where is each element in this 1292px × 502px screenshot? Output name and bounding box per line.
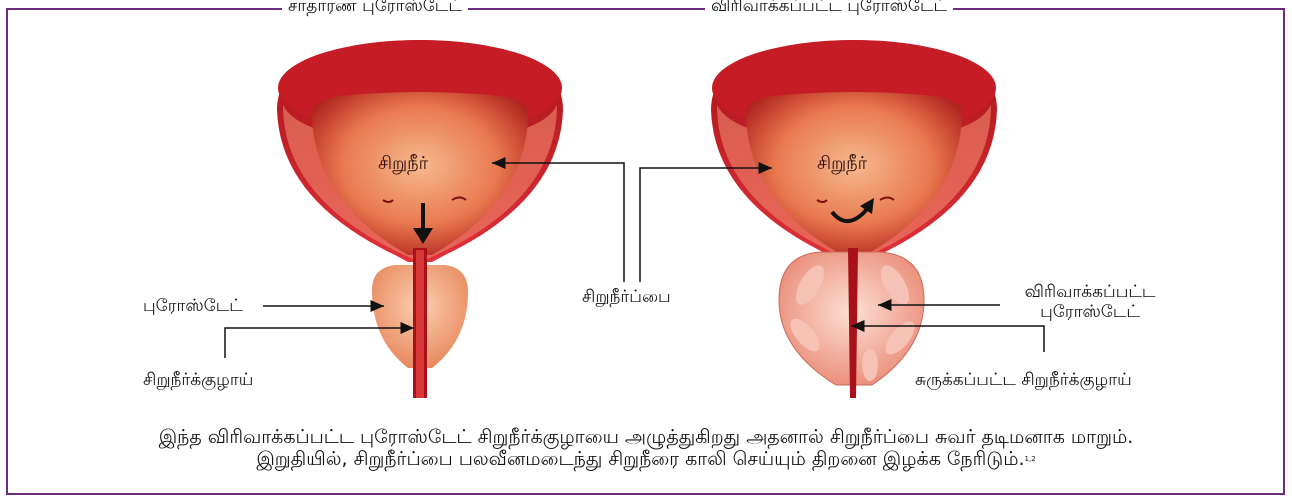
caption: இந்த விரிவாக்கப்பட்ட புரோஸ்டேட் சிறுநீர்… — [0, 426, 1292, 470]
urine-label-normal: சிறுநீர் — [378, 153, 428, 175]
caption-line-2: இறுதியில், சிறுநீர்ப்பை பலவீனமடைந்து சிற… — [0, 448, 1292, 470]
caption-line-2-text: இறுதியில், சிறுநீர்ப்பை பலவீனமடைந்து சிற… — [256, 448, 1024, 470]
urine-label-enlarged: சிறுநீர் — [817, 153, 867, 175]
prostate-label: புரோஸ்டேட் — [143, 296, 243, 316]
bladder-label: சிறுநீர்ப்பை — [582, 287, 671, 307]
urethra-label: சிறுநீர்க்குழாய் — [143, 370, 253, 390]
caption-reference: 1,2 — [1025, 455, 1036, 463]
normal-urethra — [413, 248, 427, 398]
enlarged-prostate-label-line1: விரிவாக்கப்பட்ட — [1010, 282, 1170, 302]
compressed-urethra-label: சுருக்கப்பட்ட சிறுநீர்க்குழாய் — [915, 370, 1132, 390]
enlarged-bladder — [711, 40, 997, 262]
enlarged-prostate-label-line2: புரோஸ்டேட் — [1010, 302, 1170, 322]
caption-line-1: இந்த விரிவாக்கப்பட்ட புரோஸ்டேட் சிறுநீர்… — [0, 426, 1292, 448]
enlarged-prostate-label: விரிவாக்கப்பட்ட புரோஸ்டேட் — [1010, 282, 1170, 322]
